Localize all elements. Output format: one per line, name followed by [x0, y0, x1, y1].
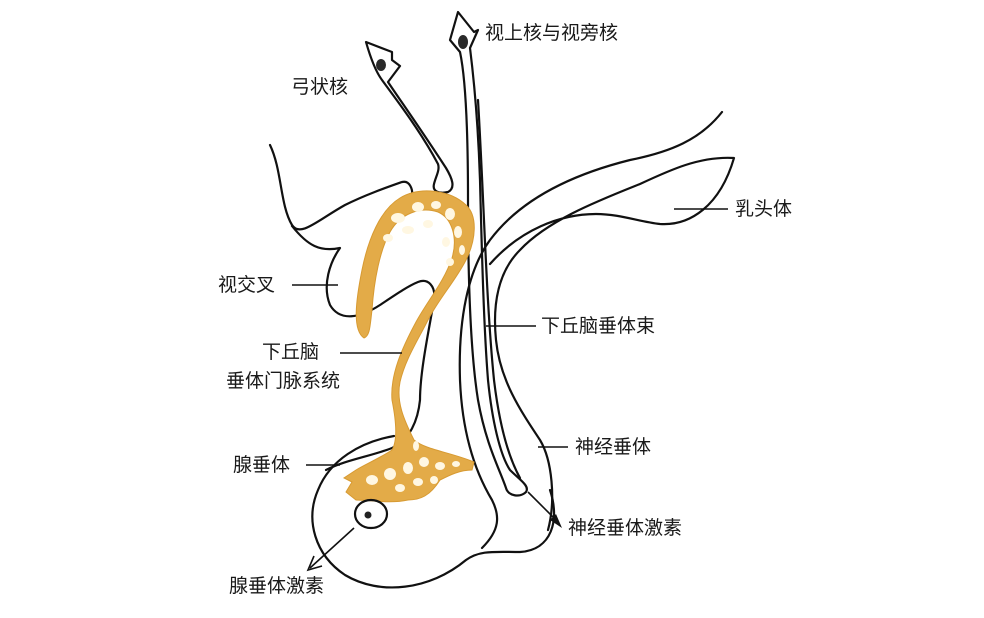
label-supraoptic-paraventricular: 视上核与视旁核: [485, 22, 619, 44]
arrowhead-neurohypophyseal-icon: [550, 514, 562, 528]
supraoptic-nucleus-soma-icon: [458, 35, 468, 49]
label-optic-chiasm: 视交叉: [218, 274, 276, 296]
arrow-adenohypophyseal-hormone: [309, 527, 355, 569]
label-mammillary-body: 乳头体: [735, 198, 793, 220]
axon-inner-line: [476, 98, 522, 480]
label-neurohypophysis: 神经垂体: [575, 436, 652, 458]
label-hypothalamo-hypophyseal-tract: 下丘脑垂体束: [541, 315, 656, 337]
hypophyseal-portal-system: [343, 190, 475, 503]
label-adenohypophyseal-hormone: 腺垂体激素: [229, 575, 325, 597]
label-portal-system-line1: 下丘脑: [262, 341, 320, 363]
hypothalamic-wall-outline: [458, 110, 724, 550]
arcuate-neuron-outline: [364, 40, 454, 194]
hypothalamus-floor-outline: [268, 143, 414, 231]
label-neurohypophyseal-hormone: 神经垂体激素: [568, 517, 683, 539]
mammillary-body-outline: [488, 156, 736, 532]
arrowhead-adenohypophyseal-icon: [306, 555, 323, 572]
arcuate-nucleus-soma-icon: [376, 59, 386, 71]
label-arcuate-nucleus: 弓状核: [291, 76, 349, 98]
pituitary-outline: [311, 434, 556, 589]
label-portal-system-line2: 垂体门脉系统: [226, 370, 341, 392]
adenohypophysis-cell-outline: [353, 498, 389, 530]
adenohypophysis-cell-nucleus-icon: [364, 511, 372, 519]
label-adenohypophysis: 腺垂体: [233, 454, 291, 476]
